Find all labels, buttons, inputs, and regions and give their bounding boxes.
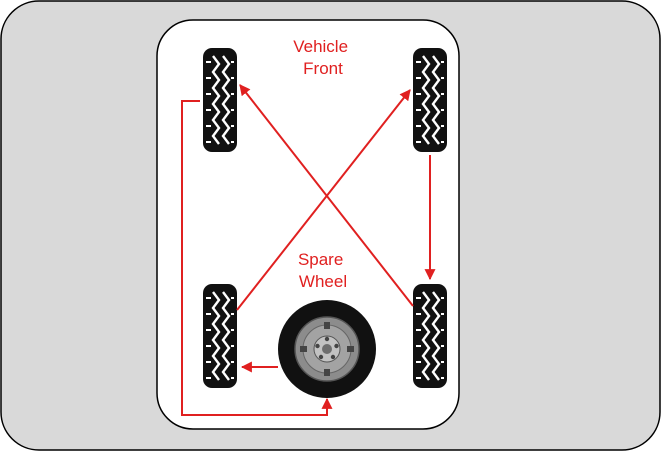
arrow-rear-right-to-front-left xyxy=(239,84,414,307)
tire-rear-left xyxy=(201,282,239,390)
spare-wheel-label-line2: Wheel xyxy=(299,272,347,291)
spare-wheel-label-line1: Spare xyxy=(298,250,343,269)
spare-wheel-label: Spare Wheel xyxy=(298,250,348,291)
tire-front-left xyxy=(201,46,239,154)
tire-rear-right xyxy=(411,282,449,390)
tire-front-right xyxy=(411,46,449,154)
vehicle-front-label-line2: Front xyxy=(303,59,343,78)
vehicle-front-label-line1: Vehicle xyxy=(293,37,348,56)
arrow-front-left-to-spare xyxy=(181,100,333,416)
arrow-rear-left-to-front-right xyxy=(236,89,411,311)
spare-wheel xyxy=(278,300,376,398)
vehicle-front-label: Vehicle Front xyxy=(293,37,353,78)
